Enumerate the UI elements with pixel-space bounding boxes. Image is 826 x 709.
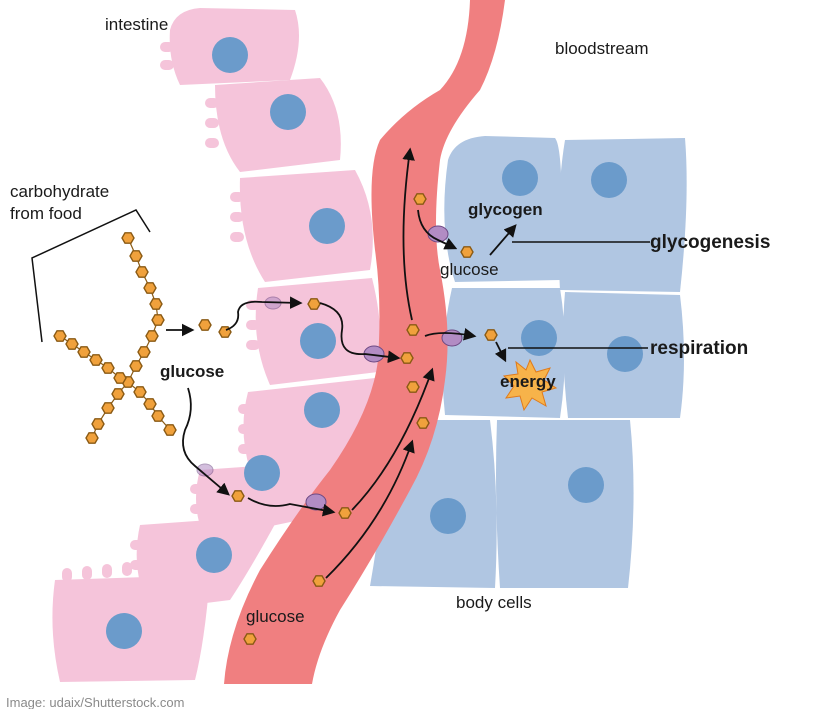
blood-vessel [224,0,505,684]
label-glucose-cell: glucose [440,260,499,279]
label-glucose-intestine: glucose [160,362,224,381]
carbohydrate-chains [53,232,177,444]
intestine-nuclei [106,37,345,649]
label-body-cells: body cells [456,593,532,612]
carbohydrate-bracket [31,209,151,343]
body-cells-group [370,136,687,588]
microvilli [62,42,260,590]
flow-arrows [166,147,517,579]
image-credit: Image: udaix/Shutterstock.com [6,695,184,709]
label-carbohydrate-line2: from food [10,204,82,223]
body-nuclei [430,160,643,534]
intestine-wall [52,8,381,682]
label-bloodstream: bloodstream [555,39,649,58]
energy-burst-icon [502,358,558,412]
label-carbohydrate-line1: carbohydrate [10,182,109,201]
label-intestine: intestine [105,15,168,34]
label-respiration: respiration [650,338,748,359]
label-glucose-blood: glucose [246,607,305,626]
label-glycogenesis: glycogenesis [650,232,770,253]
label-glycogen: glycogen [468,200,543,219]
label-energy: energy [500,372,556,391]
